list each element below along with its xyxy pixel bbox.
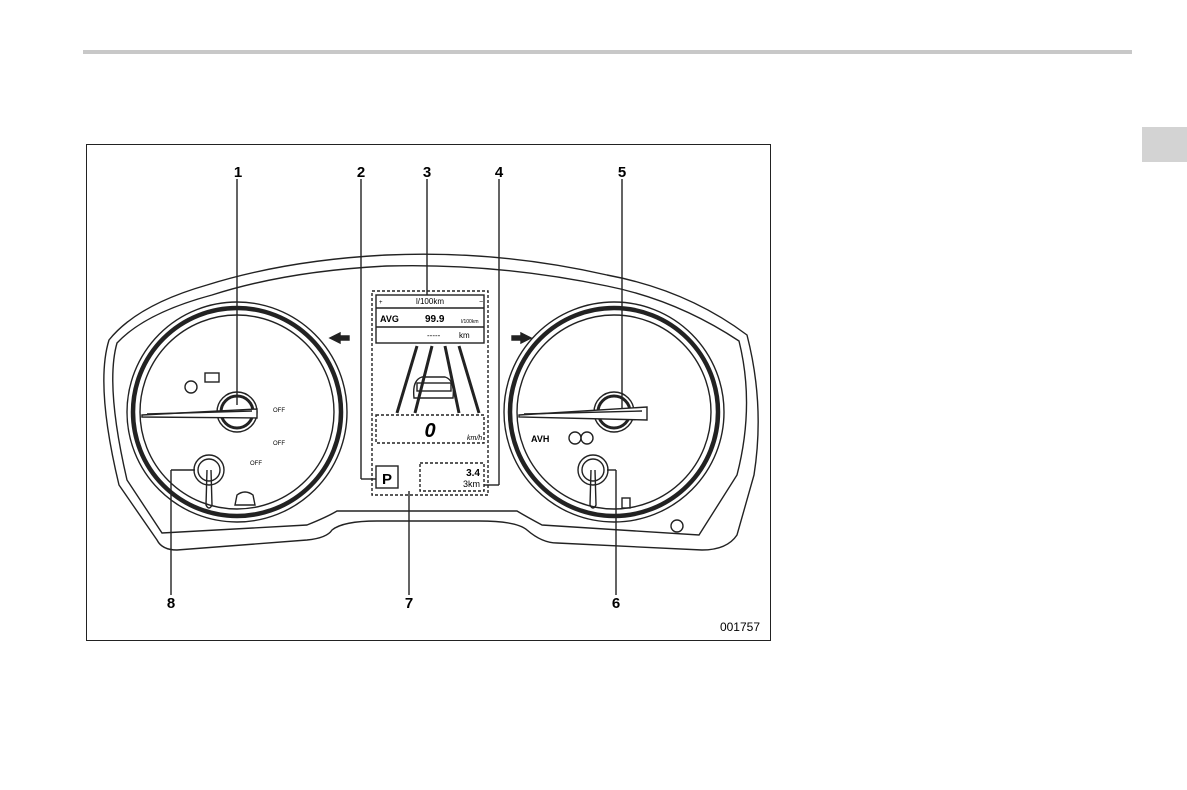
gear-indicator: P [382,471,392,488]
trip-value: 3.4 [466,468,480,479]
off-label: OFF [250,461,262,467]
speed-unit: km/h [467,435,482,442]
fuel-unit-label: l/100km [416,297,444,306]
figure-id: 001757 [720,620,760,634]
mini-unit-label: l/100km [461,319,479,325]
callout-5: 5 [612,165,632,181]
avg-label: AVG [380,314,399,324]
scale-plus-label: + [379,300,383,306]
chapter-tab [1142,127,1187,162]
off-label: OFF [273,441,285,447]
figure-frame: + l/100km − AVG 99.9 l/100km ----- km 0 … [86,144,771,641]
callout-3: 3 [417,165,437,181]
scale-minus-label: − [479,299,483,306]
speed-value: 0 [424,420,435,442]
callout-7: 7 [399,596,419,612]
avh-indicator: AVH [531,434,549,444]
callout-4: 4 [489,165,509,181]
callout-2: 2 [351,165,371,181]
callout-8: 8 [161,596,181,612]
off-label: OFF [273,408,285,414]
callout-1: 1 [228,165,248,181]
trip-distance: 3km [463,479,480,489]
range-unit: km [459,331,470,340]
header-rule [83,50,1132,54]
instrument-cluster-illustration: + l/100km − AVG 99.9 l/100km ----- km 0 … [87,145,772,642]
range-dashes: ----- [427,331,441,340]
callout-6: 6 [606,596,626,612]
avg-value: 99.9 [425,314,445,325]
